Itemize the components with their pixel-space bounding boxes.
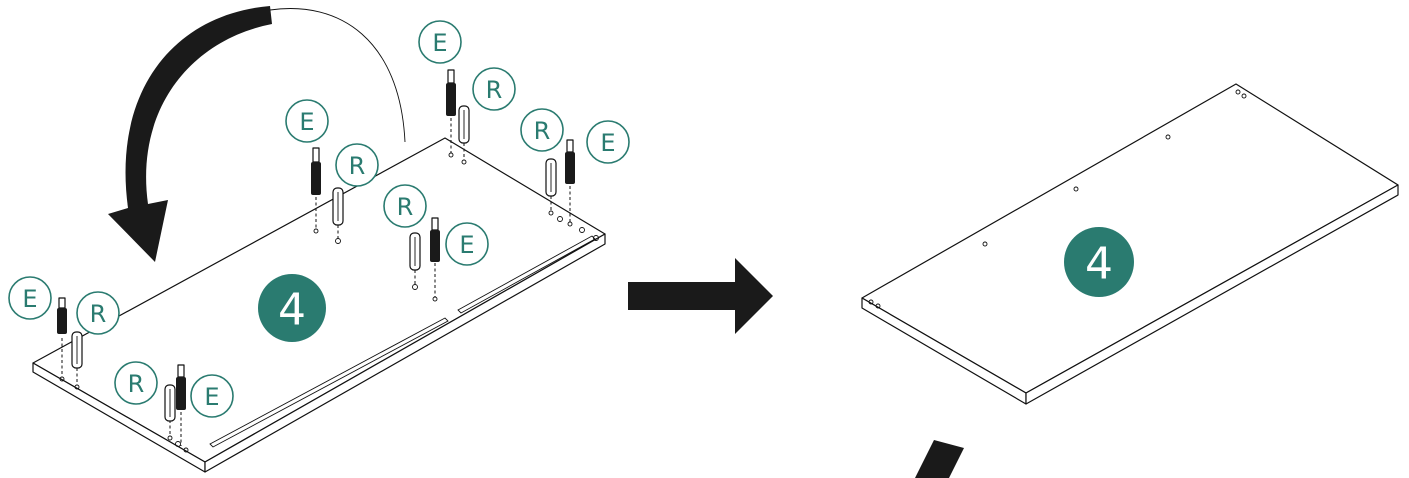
callout-label: E (22, 285, 37, 313)
callout-e: E (419, 21, 461, 63)
panel-after-flip: 4 (862, 84, 1398, 404)
right-arrow-icon (628, 258, 773, 334)
callout-label: E (299, 108, 314, 136)
callout-e: E (286, 100, 328, 142)
callout-label: R (486, 76, 503, 104)
callout-r: R (77, 292, 119, 334)
down-arrow-icon (914, 440, 964, 478)
callout-label: R (397, 193, 414, 221)
callout-r: R (473, 68, 515, 110)
step-badge-before: 4 (258, 274, 326, 342)
callout-r: R (521, 109, 563, 151)
step-number: 4 (1085, 239, 1113, 290)
callout-r: R (384, 185, 426, 227)
callout-label: R (128, 370, 145, 398)
callout-e: E (446, 223, 488, 265)
callout-e: E (191, 375, 233, 417)
callout-label: R (90, 300, 107, 328)
step-badge-after: 4 (1064, 227, 1134, 297)
panel-before-flip: 4 E R E R R E R (9, 6, 629, 472)
callout-label: R (349, 152, 366, 180)
callout-r: R (115, 362, 157, 404)
callout-label: R (534, 117, 551, 145)
callout-label: E (459, 231, 474, 259)
callout-label: E (600, 129, 615, 157)
callout-label: E (432, 29, 447, 57)
callout-e: E (9, 277, 51, 319)
callout-e: E (587, 121, 629, 163)
step-number: 4 (278, 285, 306, 336)
callout-label: E (204, 383, 219, 411)
callout-r: R (336, 144, 378, 186)
